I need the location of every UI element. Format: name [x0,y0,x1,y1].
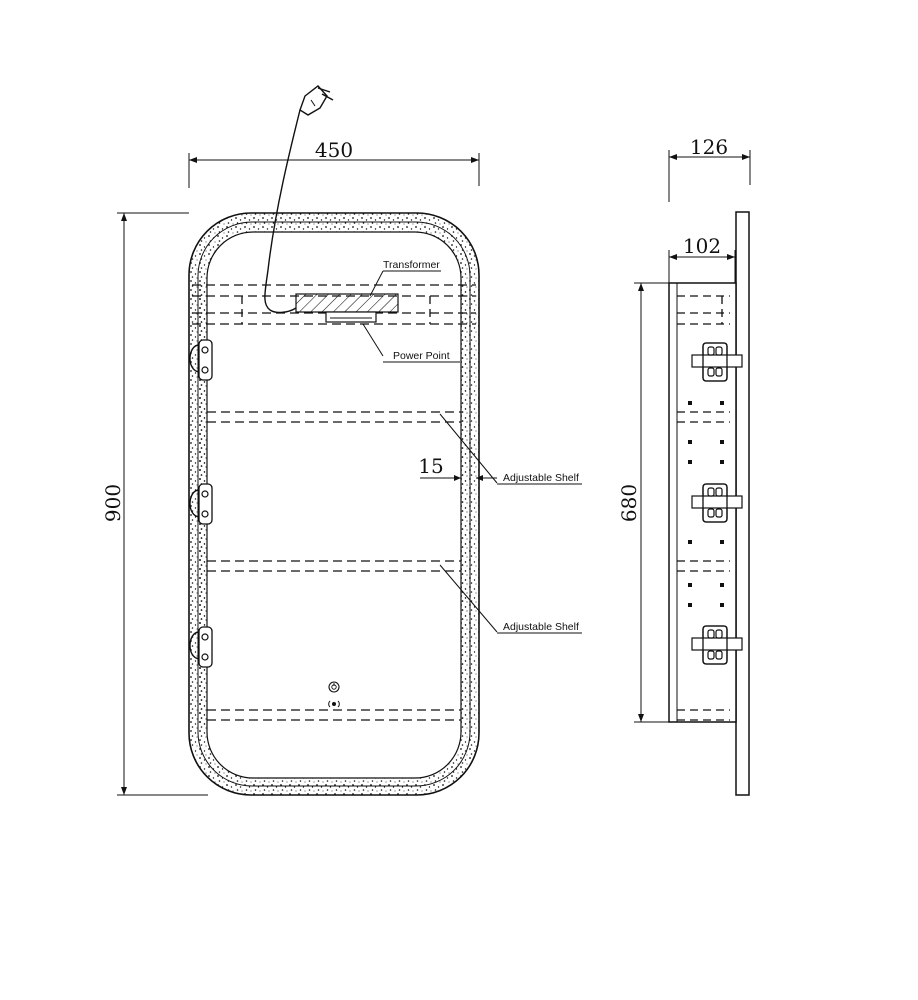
transformer-callout: Transformer [369,259,441,297]
adjustable-shelf-upper-label: Adjustable Shelf [503,472,579,484]
front-view: 450 900 [101,85,582,796]
body-depth-dimension: 102 [668,234,736,283]
transformer-label: Transformer [383,259,440,271]
hinge-bracket-middle [691,483,743,523]
hinge-top [189,339,213,381]
width-dimension-label: 450 [315,138,353,162]
adjustable-shelf-upper-callout: Adjustable Shelf [439,413,582,485]
cabinet-outline [188,212,480,796]
hinge-bracket-top [691,342,743,382]
gap-dimension: 15 [418,454,497,481]
hinge-middle [189,483,213,525]
shelf-bottom [207,709,461,721]
plug-icon [299,85,334,116]
gap-dimension-label: 15 [418,454,443,478]
transformer [295,293,399,323]
power-point-callout: Power Point [362,323,460,363]
height-dimension: 900 [101,212,208,796]
shelf-lower [207,560,461,572]
width-dimension: 450 [188,138,480,188]
hinge-bracket-bottom [691,625,743,665]
shelf-upper [207,411,461,423]
adjustable-shelf-lower-callout: Adjustable Shelf [439,564,582,634]
body-height-label: 680 [617,484,641,522]
power-button-icon [328,681,340,693]
hinge-bottom [189,626,213,668]
height-dimension-label: 900 [101,484,125,522]
shelf-pin-holes [688,401,724,607]
adjustable-shelf-lower-label: Adjustable Shelf [503,621,579,633]
side-view: 126 102 680 [617,135,751,796]
overall-depth-dimension: 126 [668,135,751,202]
body-height-dimension: 680 [617,282,669,723]
power-cord [264,109,301,314]
sensor-icon [328,700,340,708]
body-depth-label: 102 [683,234,721,258]
power-point-label: Power Point [393,350,450,362]
overall-depth-label: 126 [690,135,728,159]
